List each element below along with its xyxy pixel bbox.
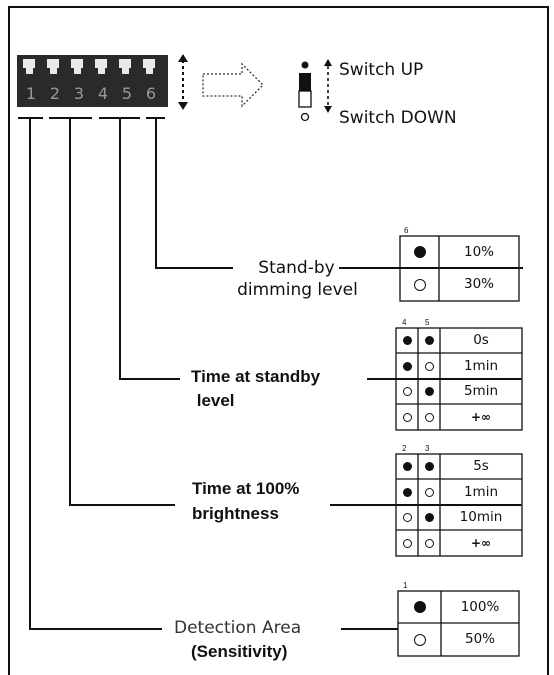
legend-arrow-up [324, 59, 332, 66]
switch-off-dot-icon [413, 278, 426, 291]
table-header-switch-3: 3 [425, 444, 430, 453]
switch-off-dot-icon [402, 412, 412, 422]
table-value-cell: 50% [464, 631, 495, 647]
label-time-100-line2: brightness [192, 504, 279, 523]
table-value-cell: 10% [463, 244, 494, 260]
switch-on-dot-icon [402, 336, 412, 345]
switch-on-dot-icon [424, 336, 434, 345]
table-header-switch-4: 4 [402, 318, 407, 327]
switch-on-dot-icon [402, 361, 412, 371]
dip-switch-levers [23, 59, 155, 74]
switch-on-dot-icon [424, 462, 434, 471]
table-value-cell: 10min [459, 509, 503, 525]
legend-dot-open-icon [300, 112, 310, 122]
label-standby-dimming-line1: Stand-by [258, 258, 335, 278]
legend-dot-filled-icon [301, 61, 309, 69]
label-time-standby-line1: Time at standby [191, 367, 321, 386]
table-value-cell: 1min [463, 358, 499, 374]
legend-switch-down-icon [298, 90, 312, 108]
legend-switch-up-icon [299, 73, 311, 91]
dip-switch-number-1: 1 [25, 84, 37, 103]
label-time-100-line1: Time at 100% [192, 479, 300, 498]
dip-switch-number-5: 5 [121, 84, 133, 103]
switch-off-dot-icon [402, 538, 412, 548]
label-sensitivity: (Sensitivity) [191, 642, 288, 661]
table-header-switch-6: 6 [404, 226, 409, 235]
legend-arrow-down [324, 106, 332, 113]
legend-switch-up-label: Switch UP [339, 60, 424, 80]
label-standby-dimming-line2: dimming level [237, 280, 358, 300]
table-header-switch-2: 2 [402, 444, 407, 453]
diagram-frame [8, 6, 549, 675]
arrow-down-head [178, 102, 188, 110]
table-grids [395, 235, 523, 657]
switch-off-dot-icon [424, 412, 434, 422]
switch-on-dot-icon [413, 246, 426, 258]
switch-off-dot-icon [402, 387, 412, 396]
hollow-right-arrow-icon [202, 62, 264, 108]
switch-off-dot-icon [424, 538, 434, 548]
switch-on-dot-icon [424, 513, 434, 522]
table-header-switch-5: 5 [425, 318, 430, 327]
switch-off-dot-icon [413, 633, 426, 646]
table-value-cell: 100% [460, 599, 500, 615]
switch-off-dot-icon [424, 487, 434, 497]
table-header-switch-1: 1 [403, 581, 408, 590]
label-detection-area: Detection Area [174, 618, 302, 638]
label-time-standby-line2: level [192, 391, 235, 410]
dip-switch-number-2: 2 [49, 84, 61, 103]
arrow-up-head [178, 54, 188, 62]
switch-on-dot-icon [402, 462, 412, 471]
dip-switch-number-6: 6 [145, 84, 157, 103]
switch-on-dot-icon [424, 387, 434, 396]
table-value-cell: 0s [473, 332, 489, 348]
dip-switch-number-3: 3 [73, 84, 85, 103]
table-value-cell: +∞ [470, 536, 492, 550]
switch-on-dot-icon [402, 487, 412, 497]
dip-switch-body [17, 55, 168, 107]
legend-switch-down-label: Switch DOWN [339, 108, 457, 128]
table-value-cell: 30% [463, 276, 494, 292]
switch-on-dot-icon [413, 601, 426, 613]
dip-switch-number-4: 4 [97, 84, 109, 103]
table-value-cell: 1min [463, 484, 499, 500]
table-value-cell: 5min [463, 383, 499, 399]
table-value-cell: 5s [473, 458, 489, 474]
table-value-cell: +∞ [470, 410, 492, 424]
switch-off-dot-icon [402, 513, 412, 522]
switch-off-dot-icon [424, 361, 434, 371]
